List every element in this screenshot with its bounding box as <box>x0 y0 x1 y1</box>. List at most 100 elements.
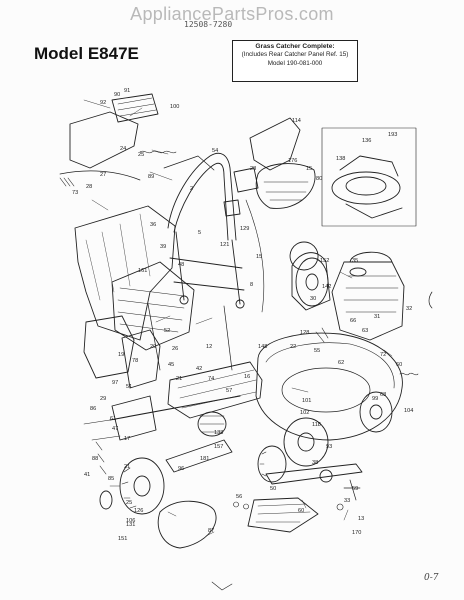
part-label-38: 38 <box>312 460 318 466</box>
part-label-29: 29 <box>100 396 106 402</box>
part-label-17: 17 <box>124 436 130 442</box>
engine-filter <box>349 267 367 277</box>
part-label-41: 41 <box>84 472 90 478</box>
grass-chute-vents <box>117 97 157 117</box>
handle-knob-left <box>179 295 189 305</box>
rear-discharge-cover <box>83 315 135 379</box>
part-label-89: 89 <box>148 174 154 180</box>
part-label-114: 114 <box>292 118 301 124</box>
mower-deck-rim <box>265 342 395 389</box>
part-label-31: 31 <box>374 314 380 320</box>
part-label-157: 157 <box>214 444 223 450</box>
part-number-labels: 9091100922425272873892114176155428801381… <box>72 88 413 542</box>
part-label-193: 193 <box>388 132 397 138</box>
engine-body <box>331 261 405 341</box>
part-label-142: 142 <box>322 284 331 290</box>
grass-chute-tube <box>111 93 159 123</box>
grass-catcher-bag <box>74 205 176 341</box>
drive-gear <box>197 411 227 437</box>
part-label-47: 47 <box>112 426 118 432</box>
part-label-128: 128 <box>300 330 309 336</box>
part-label-25: 25 <box>138 152 144 158</box>
part-label-78: 78 <box>132 358 138 364</box>
mower-blade <box>265 463 363 485</box>
height-adjuster-rod <box>147 303 233 371</box>
mulching-plug-mount <box>233 167 259 193</box>
chute-spring <box>139 150 177 154</box>
part-label-72: 72 <box>380 352 386 358</box>
part-label-61: 61 <box>110 416 116 422</box>
part-label-74: 74 <box>208 376 214 382</box>
lower-handle <box>175 231 241 305</box>
part-label-45: 45 <box>168 362 174 368</box>
catcher-frame-mesh <box>117 287 186 333</box>
front-baffle <box>157 500 217 549</box>
part-label-80: 80 <box>316 176 322 182</box>
front-skirt-ribs <box>255 503 311 523</box>
part-label-16: 16 <box>244 374 250 380</box>
front-wheel-lower-tread <box>259 451 267 477</box>
part-label-101: 101 <box>302 398 311 404</box>
callout-title: Grass Catcher Complete: <box>255 43 335 50</box>
part-label-148: 148 <box>258 344 267 350</box>
part-label-73: 73 <box>72 190 78 196</box>
part-label-102: 102 <box>300 410 309 416</box>
part-label-129: 129 <box>240 226 249 232</box>
side-deflector <box>165 439 233 473</box>
part-label-60: 60 <box>298 508 304 514</box>
hardware-washers <box>233 501 344 511</box>
part-label-22: 22 <box>290 344 296 350</box>
part-label-28: 28 <box>250 166 256 172</box>
part-label-138: 138 <box>336 156 345 162</box>
part-label-87: 87 <box>208 528 214 534</box>
rear-wheel-cap <box>99 490 113 510</box>
part-label-106: 106 <box>126 518 135 524</box>
front-wheel-upper-hub <box>305 273 319 291</box>
part-label-121: 121 <box>220 242 229 248</box>
handle-crossbar <box>169 257 245 291</box>
drive-gear-teeth <box>199 415 225 433</box>
rear-height-bracket <box>111 395 157 441</box>
edge-mark <box>428 291 433 309</box>
part-label-42: 42 <box>196 366 202 372</box>
engine-fastener <box>315 327 329 343</box>
hardware-spring-right <box>399 372 419 376</box>
inset-blade-adapter <box>331 171 401 205</box>
leader-lines <box>83 99 393 537</box>
part-label-55: 55 <box>314 348 320 354</box>
part-label-27: 27 <box>100 172 106 178</box>
hardware-bolts-left <box>95 441 107 475</box>
part-label-13: 13 <box>358 516 364 522</box>
part-label-56: 56 <box>236 494 242 500</box>
inset-bracket <box>339 155 403 219</box>
mower-deck <box>255 332 403 441</box>
part-label-88: 88 <box>92 456 98 462</box>
part-label-118: 118 <box>312 422 321 428</box>
part-label-181: 181 <box>200 456 209 462</box>
part-label-176: 176 <box>288 158 297 164</box>
front-wheel-upper <box>295 257 329 307</box>
part-label-30: 30 <box>310 296 316 302</box>
blade-adapter <box>319 469 333 483</box>
part-label-100: 100 <box>170 104 179 110</box>
part-label-25: 25 <box>126 500 132 506</box>
part-label-66: 66 <box>350 318 356 324</box>
part-label-15: 15 <box>306 166 312 172</box>
catcher-bag-folds <box>85 213 151 301</box>
rear-discharge-guard <box>121 329 161 389</box>
part-label-126: 126 <box>134 508 143 514</box>
part-label-93: 93 <box>326 444 332 450</box>
front-skirt <box>247 497 319 533</box>
rear-axle <box>109 395 241 421</box>
control-box <box>223 199 241 217</box>
part-label-19: 19 <box>118 352 124 358</box>
part-label-92: 92 <box>100 100 106 106</box>
part-label-85: 85 <box>108 476 114 482</box>
upper-handle <box>167 152 237 241</box>
part-label-21: 21 <box>124 464 130 470</box>
part-label-20: 20 <box>150 344 156 350</box>
part-label-26: 26 <box>172 346 178 352</box>
part-label-161: 161 <box>138 268 147 274</box>
